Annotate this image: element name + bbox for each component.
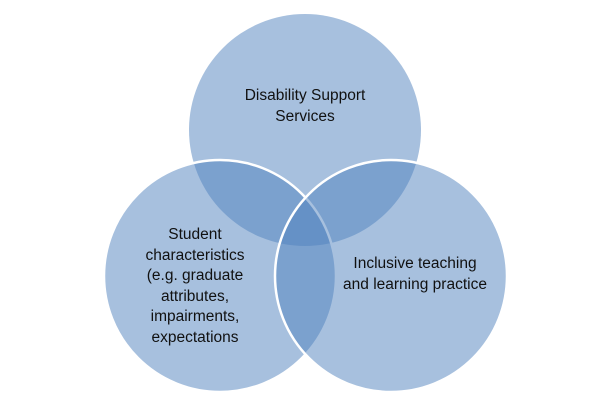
label-student-characteristics: Student characteristics (e.g. graduate a…: [145, 226, 245, 346]
circle-inclusive-teaching: [273, 158, 509, 394]
label-inclusive-teaching: Inclusive teaching and learning practice: [343, 255, 487, 293]
label-disability-support: Disability Support Services: [244, 87, 366, 125]
